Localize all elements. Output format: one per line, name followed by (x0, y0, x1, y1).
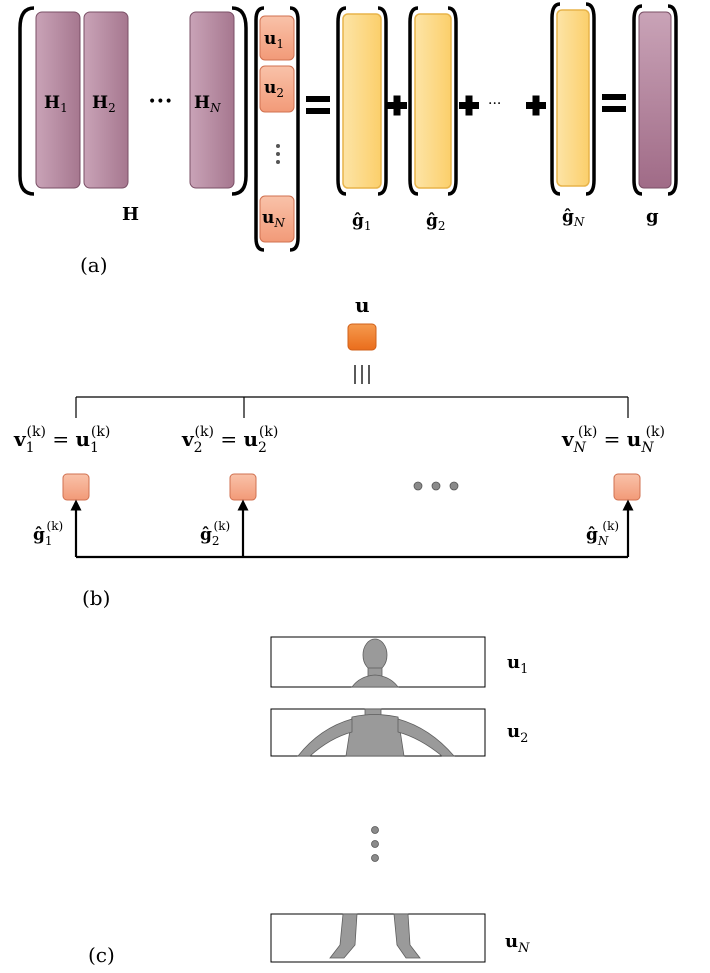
slice-vdots (371, 826, 379, 862)
HN-label: HN (194, 93, 221, 115)
slice-N-frame (270, 913, 486, 963)
u-right-bracket (289, 6, 300, 252)
H1-label: H1 (44, 93, 68, 115)
H-dots: ••• (148, 94, 173, 110)
plus-sign-1 (387, 95, 407, 116)
uN-label: uN (262, 208, 285, 230)
plus-sign-3 (526, 95, 546, 116)
gN-right-bracket (585, 2, 596, 196)
panel-c-caption: (c) (88, 943, 115, 967)
u-vdots (276, 144, 280, 164)
u-block (347, 323, 377, 351)
equiv-sign (354, 365, 370, 384)
g1-hat-label: ĝ1 (352, 211, 372, 233)
H-right-bracket (231, 6, 248, 196)
u1-label: u1 (264, 29, 284, 51)
g1-block (342, 13, 382, 189)
u-left-bracket (254, 6, 265, 252)
u1-block (259, 15, 295, 61)
panel-c: u1 u2 uN (c) (88, 636, 530, 967)
gN-block (556, 9, 590, 187)
slice-1-label: u1 (507, 652, 528, 677)
g2-left-bracket (408, 6, 419, 196)
slice-2-label: u2 (507, 721, 528, 746)
g1-left-bracket (336, 6, 347, 196)
HN-block (189, 11, 235, 189)
slice-2-mesh (297, 708, 455, 757)
equals-sign-1 (306, 96, 330, 114)
H1-block (35, 11, 81, 189)
u2-label: u2 (264, 78, 284, 100)
panel-a: H1 H2 HN ••• H u1 u2 uN (18, 2, 678, 277)
H2-label: H2 (92, 93, 116, 115)
equals-sign-2 (602, 94, 626, 112)
node2-block (229, 473, 257, 501)
g-label: g (646, 206, 659, 227)
H-matrix-label: H (122, 204, 139, 225)
u-label: u (355, 293, 370, 317)
u2-block (259, 65, 295, 113)
g-left-bracket (632, 4, 643, 196)
panel-b: u v1(k) = u1(k) v2(k) = u2(k) vN(k) = uN… (13, 293, 665, 610)
gN-left-bracket (550, 2, 561, 196)
g2-right-bracket (447, 6, 458, 196)
H2-block (83, 11, 129, 189)
nodeN-block (613, 473, 641, 501)
nodeN-equation: vN(k) = uN(k) (561, 424, 665, 456)
slice-1-mesh (351, 638, 399, 688)
node1-g-label: ĝ1(k) (33, 519, 63, 548)
g1-right-bracket (377, 6, 388, 196)
gN-hat-label: ĝN (562, 207, 585, 229)
g-block (638, 11, 672, 189)
panel-a-caption: (a) (80, 253, 108, 277)
panel-b-caption: (b) (82, 586, 110, 610)
slice-N-mesh (329, 913, 421, 959)
feedback-lines (70, 499, 634, 559)
plus-sign-2 (459, 95, 479, 116)
nodeN-g-label: ĝN(k) (586, 519, 619, 548)
node1-block (62, 473, 90, 501)
node2-g-label: ĝ2(k) (200, 519, 230, 548)
node1-equation: v1(k) = u1(k) (13, 424, 110, 456)
g2-hat-label: ĝ2 (426, 211, 446, 233)
uN-block (259, 195, 295, 243)
g2-block (414, 13, 452, 189)
node-dots (413, 481, 459, 491)
H-left-bracket (18, 6, 35, 196)
node2-equation: v2(k) = u2(k) (181, 424, 278, 456)
g-right-bracket (667, 4, 678, 196)
sum-dots: ··· (488, 96, 501, 112)
slice-N-label: uN (505, 931, 530, 956)
tree-lines (75, 396, 629, 418)
